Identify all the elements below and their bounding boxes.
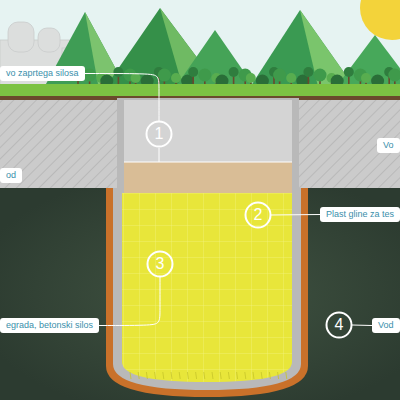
tree-crown [171, 73, 181, 83]
callout-label-box: Plast gline za tes [320, 207, 400, 222]
callout-text: vo zaprtega silosa [6, 68, 79, 78]
tree-crown [286, 73, 296, 83]
callout-text: Plast gline za tes [326, 209, 394, 219]
tree-crown [131, 73, 141, 83]
tree-crown [303, 67, 313, 77]
sky [0, 0, 400, 100]
bottom-mark [204, 372, 205, 379]
callout-circle: 1 [145, 120, 173, 148]
callout-text: Vod [378, 320, 394, 330]
tree-crown [344, 67, 354, 77]
leader-line [159, 148, 160, 162]
callout-circle: 2 [244, 201, 272, 229]
tree-crown [229, 67, 239, 77]
bottom-mark [196, 372, 197, 379]
callout-number: 2 [244, 201, 272, 229]
callout-label-box: Vod [372, 318, 400, 333]
bottom-mark [163, 372, 164, 379]
bottom-mark [187, 372, 188, 379]
callout-label-box: egrada, betonski silos [0, 318, 99, 333]
bottom-mark [261, 372, 262, 379]
bottom-mark [278, 372, 279, 379]
callout-number: 1 [145, 120, 173, 148]
tree-crown [113, 67, 123, 77]
leader-line [271, 214, 320, 216]
bottom-mark [237, 372, 238, 379]
bottom-mark [130, 372, 131, 379]
bottom-mark [253, 372, 254, 379]
callout-text: Vo [383, 140, 394, 150]
shaft-gravel [124, 100, 292, 162]
clay-layer [124, 162, 292, 193]
callout-label-box: od [0, 168, 22, 183]
bottom-mark [228, 372, 229, 379]
bottom-mark [171, 372, 172, 379]
clay-top-line [124, 162, 292, 163]
callout-label-box: vo zaprtega silosa [0, 66, 85, 81]
bottom-mark [155, 372, 156, 379]
leader-line [99, 277, 160, 326]
callout-number: 3 [146, 250, 174, 278]
callout-circle: 3 [146, 250, 174, 278]
bottom-mark [245, 372, 246, 379]
callout-text: egrada, betonski silos [6, 320, 93, 330]
bottom-mark [138, 372, 139, 379]
tree-crown [314, 69, 327, 82]
mountains [40, 8, 400, 95]
bottom-mark [286, 372, 287, 379]
bottom-mark [220, 372, 221, 379]
outer-barrier [106, 188, 308, 397]
grass [0, 84, 400, 98]
tree-crown [198, 69, 211, 82]
groundwater-soil [0, 188, 400, 400]
tree-crown [83, 69, 96, 82]
sun [360, 0, 400, 40]
callout-label-box: Vo [377, 138, 400, 153]
tree-crown [188, 67, 198, 77]
leader-line [352, 325, 372, 327]
silo-content [122, 193, 292, 382]
bottom-mark [179, 372, 180, 379]
tree-crown [246, 73, 256, 83]
tree-crown [158, 69, 171, 82]
bottom-mark [212, 372, 213, 379]
tree-crown [361, 73, 371, 83]
tree-crown [388, 69, 400, 82]
tree-crown [273, 69, 286, 82]
bottom-marks [130, 372, 287, 379]
callout-number: 4 [325, 311, 353, 339]
callout-circle: 4 [325, 311, 353, 339]
bottom-mark [146, 372, 147, 379]
concrete-silo-wall [113, 188, 301, 390]
callout-text: od [6, 170, 16, 180]
bottom-mark [269, 372, 270, 379]
leader-line [85, 74, 159, 122]
